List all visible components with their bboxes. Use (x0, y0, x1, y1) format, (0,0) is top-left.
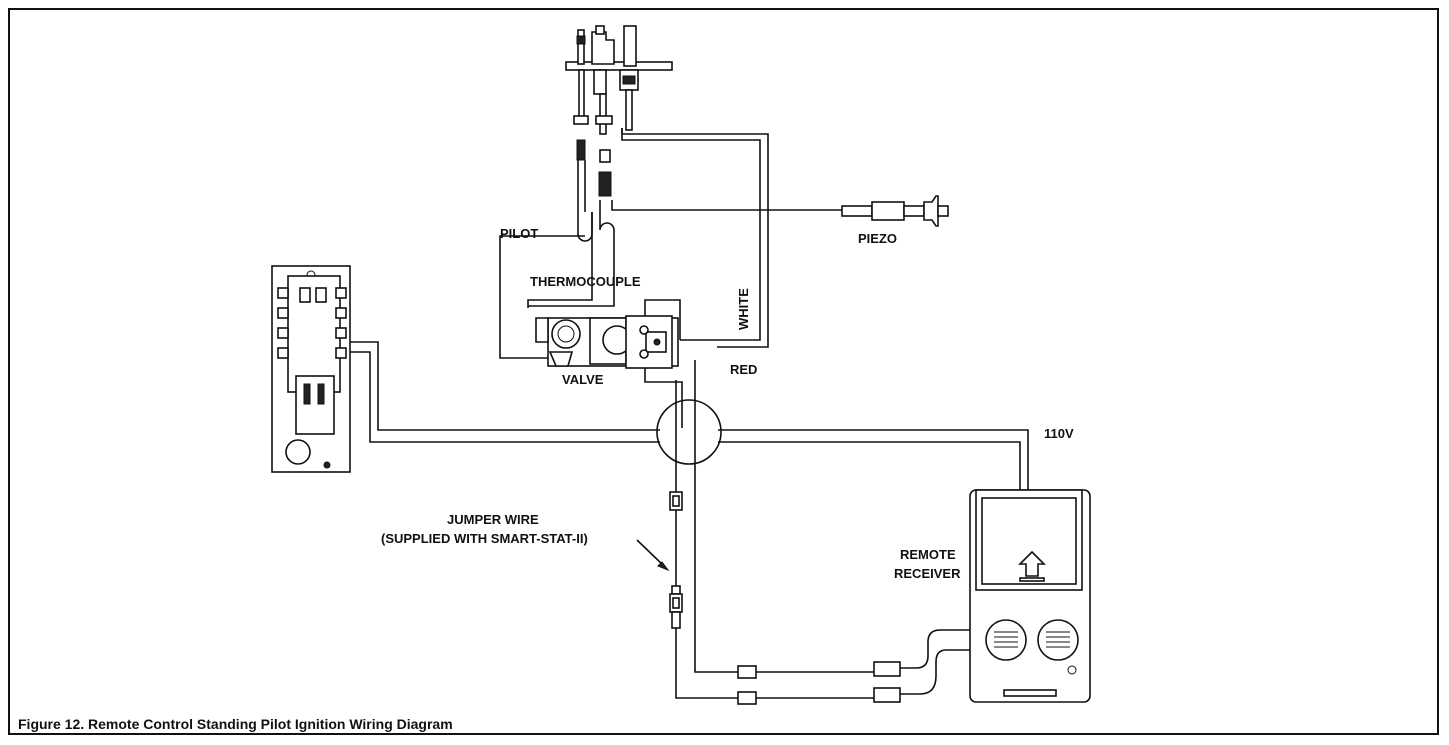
label-valve: VALVE (562, 372, 604, 387)
wall-switch-plate (271, 265, 351, 473)
figure-caption: Figure 12. Remote Control Standing Pilot… (18, 716, 453, 732)
label-receiver-line1: REMOTE (900, 547, 956, 562)
remote-receiver (737, 489, 1091, 705)
label-jumper-line1: JUMPER WIRE (447, 512, 539, 527)
jumper-wire-connectors (669, 491, 683, 629)
gas-valve (535, 315, 679, 369)
label-white: WHITE (736, 288, 751, 330)
label-thermocouple: THERMOCOUPLE (530, 274, 641, 289)
label-red: RED (730, 362, 757, 377)
label-jumper-line2: (SUPPLIED WITH SMART-STAT-II) (381, 531, 588, 546)
label-voltage: 110V (1044, 426, 1074, 441)
label-receiver-line2: RECEIVER (894, 566, 961, 581)
diagram-frame (8, 8, 1439, 735)
label-piezo: PIEZO (858, 231, 897, 246)
jumper-pointer-line (636, 539, 665, 567)
pilot-assembly (565, 25, 673, 197)
jumper-pointer-arrowhead (657, 561, 670, 572)
wires (340, 128, 1029, 699)
label-pilot: PILOT (500, 226, 538, 241)
piezo-igniter (841, 195, 949, 227)
